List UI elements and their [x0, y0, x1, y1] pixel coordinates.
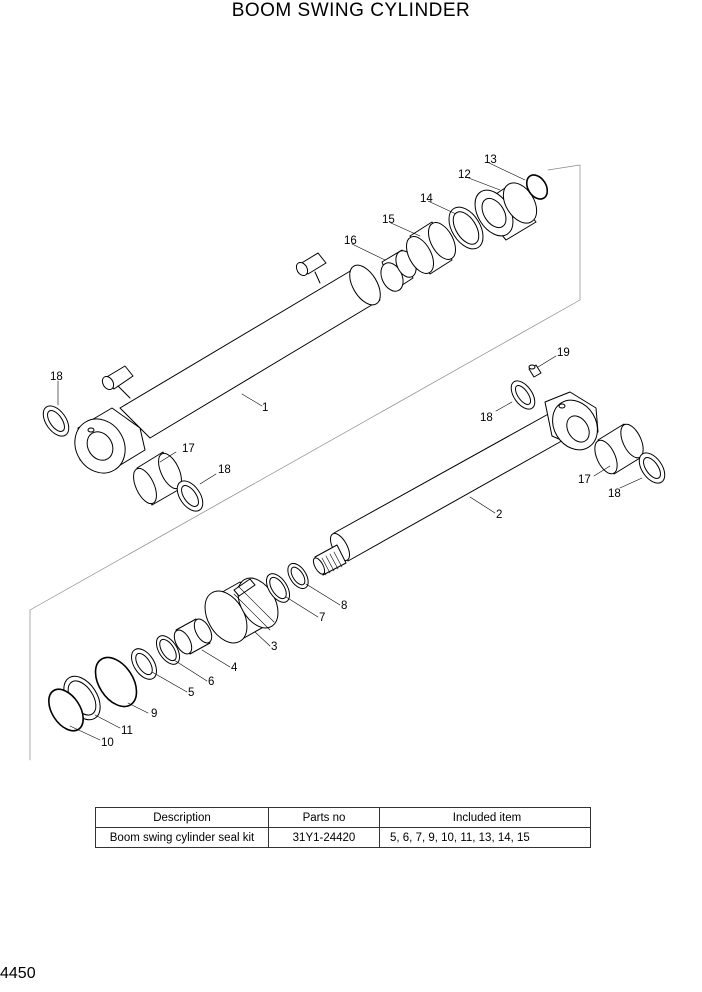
seal-kit-table: Description Parts no Included item Boom …	[95, 807, 591, 848]
callout-2: 2	[496, 509, 502, 521]
pin-bushing-part-17-right	[594, 423, 644, 475]
dust-seal-part-18-upper	[42, 405, 70, 437]
callout-3: 3	[271, 641, 277, 653]
dust-seal-part-18-right-lower	[638, 452, 666, 484]
wear-ring-part-4	[173, 618, 213, 655]
callout-18-right-lower: 18	[608, 488, 621, 500]
ring-part-14	[448, 206, 484, 250]
callout-10: 10	[101, 737, 114, 749]
nut-part-8	[287, 562, 309, 590]
callout-19: 19	[557, 347, 570, 359]
o-ring-part-10	[48, 688, 84, 732]
grease-nipple-part-19	[528, 364, 542, 378]
callout-13: 13	[484, 154, 497, 166]
callout-18-upper-left: 18	[50, 371, 63, 383]
callout-5: 5	[188, 687, 194, 699]
rod-cover-part-12	[474, 182, 538, 241]
page-number: 4450	[0, 965, 36, 982]
cell-included-item: 5, 6, 7, 9, 10, 11, 13, 14, 15	[379, 827, 591, 848]
callout-17-right: 17	[578, 474, 591, 486]
leader-lines	[57, 161, 643, 741]
callout-6: 6	[208, 676, 214, 688]
pin-bushing-part-17-left	[133, 451, 182, 506]
piston-part-3	[204, 577, 279, 644]
o-ring-part-13	[525, 174, 549, 200]
callout-1: 1	[262, 402, 268, 414]
callout-17-left: 17	[182, 443, 195, 455]
dust-seal-part-18-lower	[176, 480, 204, 512]
callout-16: 16	[344, 235, 357, 247]
bushing-part-15	[405, 221, 457, 275]
cell-parts-no: 31Y1-24420	[268, 827, 380, 848]
callout-18-right-upper: 18	[480, 412, 493, 424]
cell-description: Boom swing cylinder seal kit	[95, 827, 269, 848]
table-row: Boom swing cylinder seal kit 31Y1-24420 …	[95, 827, 591, 848]
assembly-outline	[29, 164, 581, 761]
callout-11: 11	[121, 725, 133, 737]
piston-rod-part-2	[312, 391, 599, 576]
cylinder-tube-part-1	[74, 252, 381, 474]
ring-part-7	[265, 573, 291, 603]
callout-12: 12	[458, 169, 471, 181]
callout-4: 4	[231, 662, 238, 674]
header-included-item: Included item	[379, 807, 591, 828]
ring-part-6	[155, 635, 181, 665]
ring-part-5	[131, 648, 157, 680]
callout-9: 9	[151, 708, 157, 720]
callout-labels: 1 2 3 4 5 6 7 8 9 10 11 12 13 14 15 16 1…	[50, 154, 621, 749]
header-parts-no: Parts no	[268, 807, 380, 828]
page-title: BOOM SWING CYLINDER	[231, 0, 471, 21]
callout-15: 15	[382, 214, 395, 226]
table-header-row: Description Parts no Included item	[95, 807, 591, 828]
callout-18-lower-left: 18	[218, 464, 231, 476]
dust-seal-part-18-right-upper	[510, 380, 536, 410]
header-description: Description	[95, 807, 269, 828]
callout-14: 14	[420, 193, 433, 205]
callout-8: 8	[341, 600, 347, 612]
callout-7: 7	[319, 612, 325, 624]
